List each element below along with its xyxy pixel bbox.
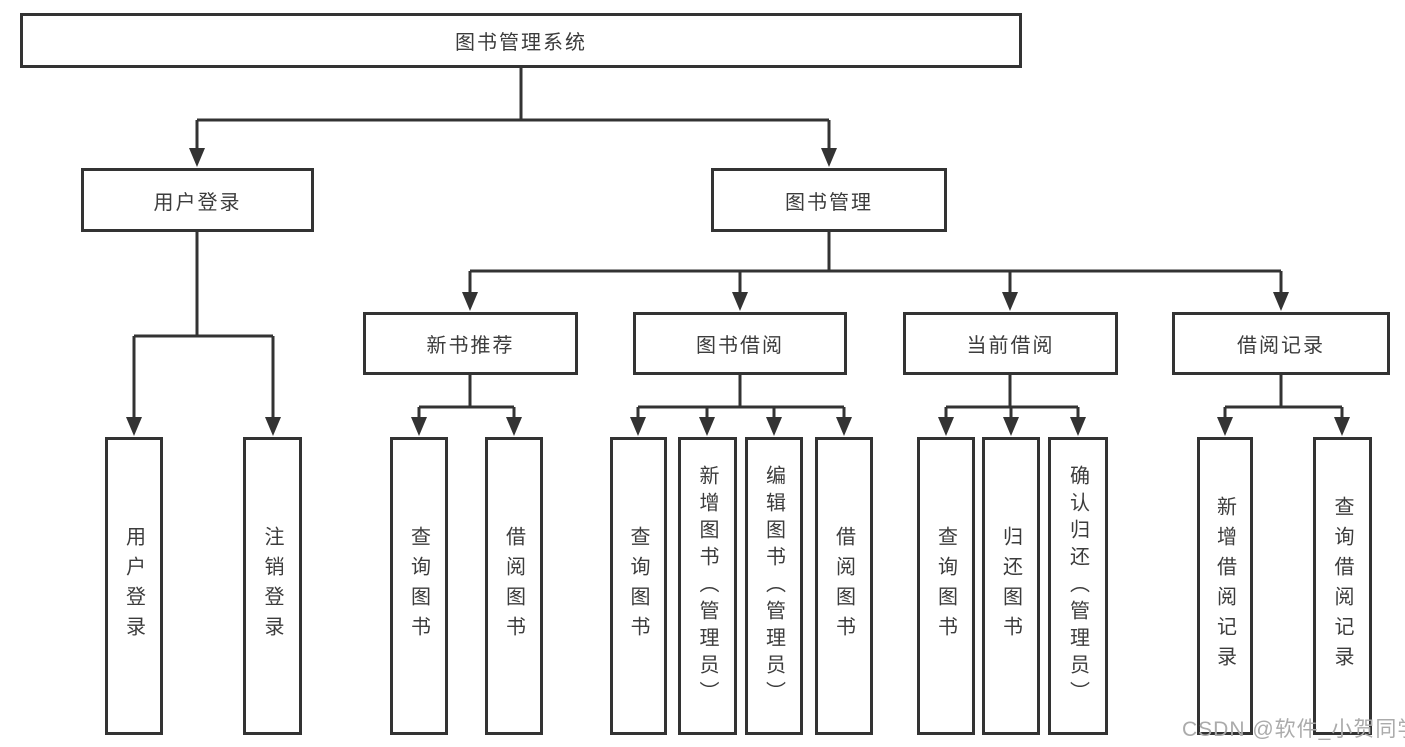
leaf-records-query-record: 查询借阅记录	[1313, 437, 1372, 735]
leaf-borrowing-borrow-books: 借阅图书	[815, 437, 873, 735]
leaf-user-login: 用户登录	[105, 437, 163, 735]
leaf-current-confirm-return-admin: 确认归还（管理员）	[1048, 437, 1108, 735]
leaf-current-return-books: 归还图书	[982, 437, 1040, 735]
node-user-login: 用户登录	[81, 168, 314, 232]
node-borrowing-records: 借阅记录	[1172, 312, 1390, 375]
leaf-records-add-record: 新增借阅记录	[1197, 437, 1253, 735]
csdn-watermark: CSDN @软件_小贺同学	[1182, 718, 1405, 741]
leaf-borrowing-edit-books-admin: 编辑图书（管理员）	[745, 437, 803, 735]
leaf-current-query-books: 查询图书	[917, 437, 975, 735]
leaf-logout: 注销登录	[243, 437, 302, 735]
node-book-borrowing: 图书借阅	[633, 312, 847, 375]
leaf-newbooks-borrow-books: 借阅图书	[485, 437, 543, 735]
arrowhead-icons	[126, 148, 1350, 436]
leaf-newbooks-query-books: 查询图书	[390, 437, 448, 735]
node-new-book-recommend: 新书推荐	[363, 312, 578, 375]
node-book-management: 图书管理	[711, 168, 947, 232]
node-current-borrowing: 当前借阅	[903, 312, 1118, 375]
leaf-borrowing-add-books-admin: 新增图书（管理员）	[678, 437, 737, 735]
node-root-library-system: 图书管理系统	[20, 13, 1022, 68]
leaf-borrowing-query-books: 查询图书	[610, 437, 667, 735]
